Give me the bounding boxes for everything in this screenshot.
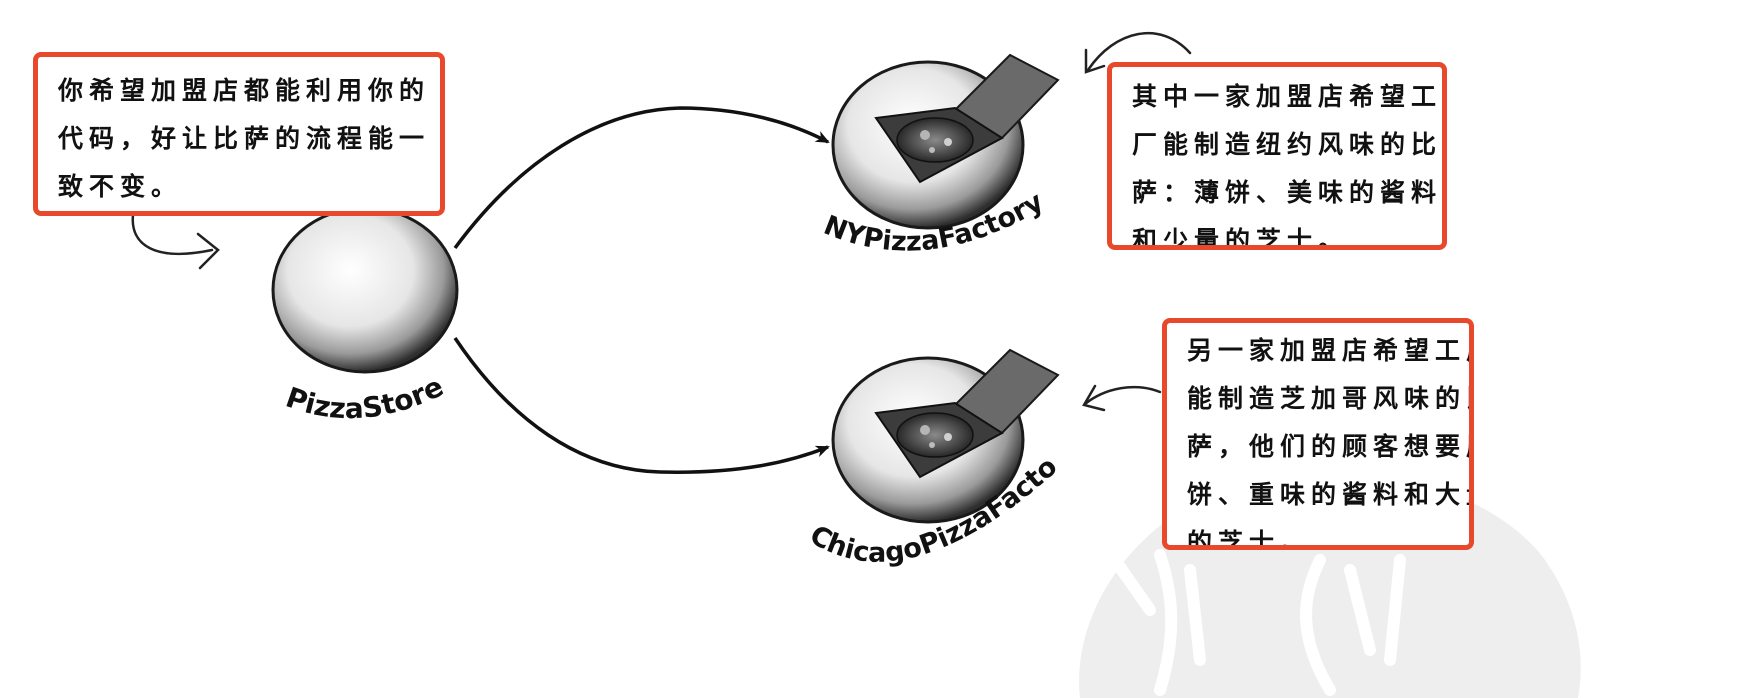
note-line: 能制造芝加哥风味的比 — [1187, 384, 1474, 413]
arrow-store-to-chicago — [453, 337, 830, 474]
note-line: 你希望加盟店都能利用你的 — [58, 76, 431, 105]
note-line: 厂能制造纽约风味的比 — [1132, 130, 1443, 159]
pizza-box-icon — [874, 348, 1060, 479]
pointer-arrow-ny — [1084, 31, 1192, 74]
arrow-store-to-ny — [453, 106, 830, 250]
pizza-box-icon — [874, 53, 1060, 184]
pointer-arrow-chicago — [1082, 384, 1162, 412]
note-line: 饼、重味的酱料和大量 — [1187, 480, 1474, 509]
note-line: 萨，他们的顾客想要厚 — [1187, 432, 1474, 461]
note-line: 和少量的芝士。 — [1132, 226, 1350, 250]
pizza-store-node — [271, 206, 459, 374]
note-line: 的芝士。 — [1187, 528, 1312, 550]
callout-chicago-note: 另一家加盟店希望工厂 能制造芝加哥风味的比 萨，他们的顾客想要厚 饼、重味的酱料… — [1162, 318, 1474, 550]
callout-store-note: 你希望加盟店都能利用你的 代码，好让比萨的流程能一 致不变。 — [33, 52, 445, 216]
chicago-factory-node — [831, 348, 1060, 524]
pointer-arrow-store — [131, 213, 220, 270]
note-line: 另一家加盟店希望工厂 — [1187, 336, 1474, 365]
pizza-store-label: PizzaStore — [282, 370, 449, 426]
callout-ny-note: 其中一家加盟店希望工 厂能制造纽约风味的比 萨：薄饼、美味的酱料 和少量的芝士。 — [1107, 62, 1447, 250]
note-line: 代码，好让比萨的流程能一 — [58, 124, 431, 153]
ny-factory-node — [831, 53, 1060, 230]
note-line: 其中一家加盟店希望工 — [1132, 82, 1443, 111]
note-line: 致不变。 — [58, 172, 183, 201]
note-line: 萨：薄饼、美味的酱料 — [1132, 178, 1443, 207]
